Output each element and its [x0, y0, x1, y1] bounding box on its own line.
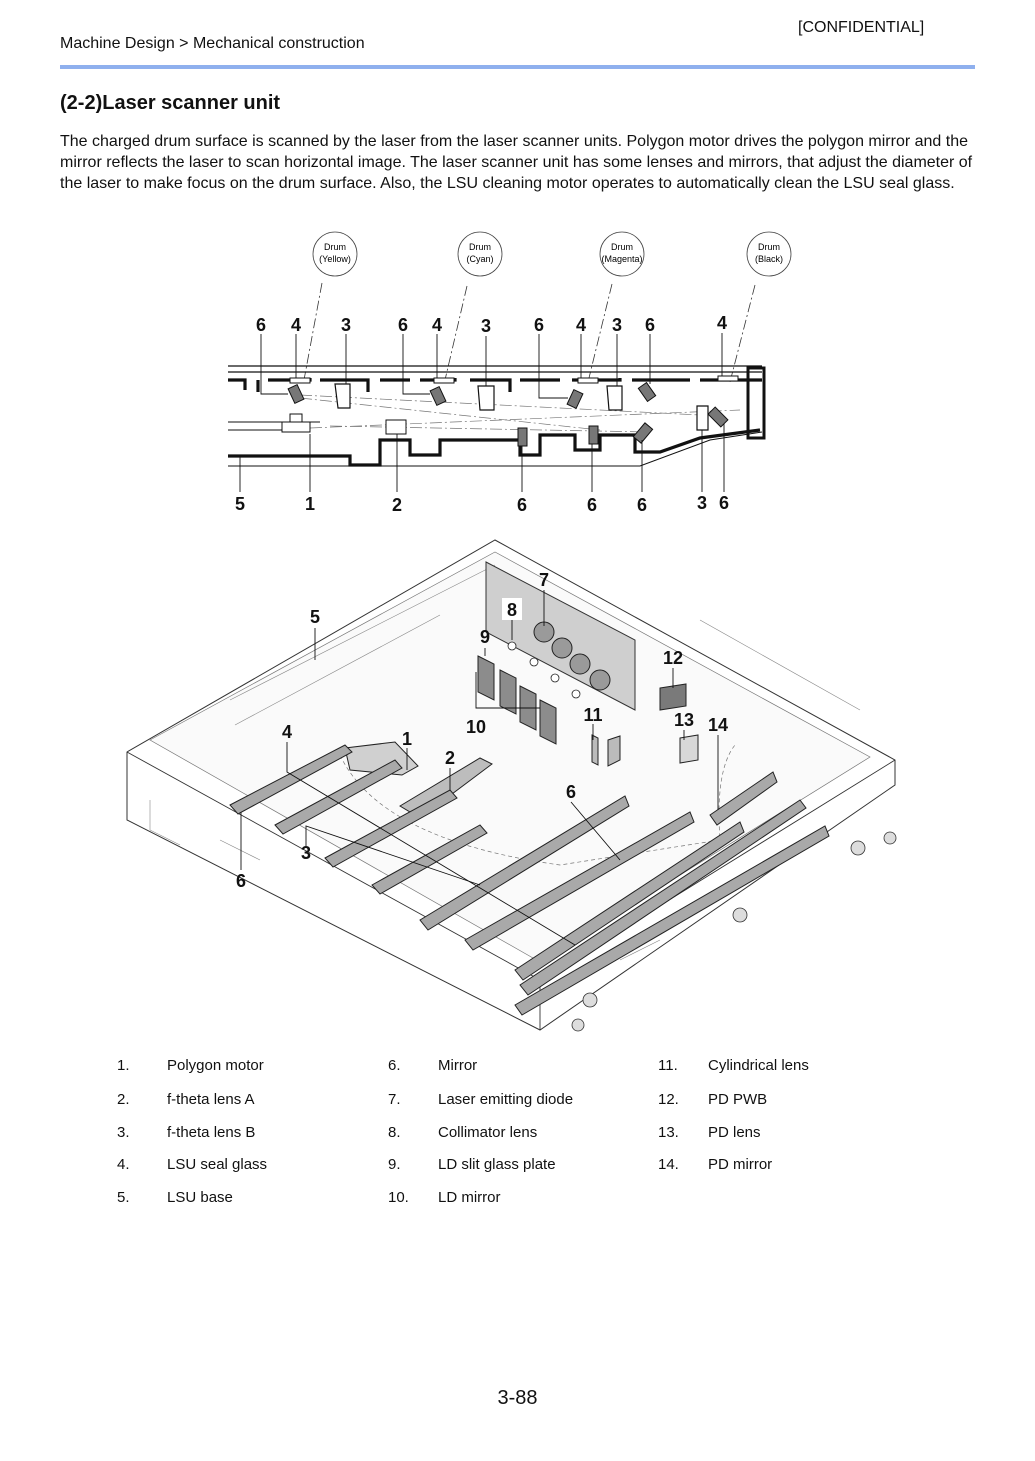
drum-black: Drum (Black): [746, 231, 792, 277]
part-label: Collimator lens: [438, 1124, 538, 1141]
part-label: LD mirror: [438, 1189, 501, 1206]
part-label: Mirror: [438, 1057, 478, 1074]
iso-callout-1: 1: [402, 729, 412, 749]
part-label: Polygon motor: [167, 1057, 264, 1074]
cs-callout-bottom-4: 6: [517, 495, 527, 515]
part-label: f-theta lens A: [167, 1091, 255, 1108]
cs-callout-top-6: 3: [481, 316, 491, 336]
part-number: 1.: [117, 1057, 130, 1074]
iso-callout-8: 8: [507, 600, 517, 620]
drum-yellow: Drum (Yellow): [312, 231, 358, 277]
cs-callout-bottom-5: 6: [587, 495, 597, 515]
drum-cyan-line1: Drum: [469, 242, 491, 252]
drum-magenta-line2: (Magenta): [601, 254, 642, 264]
drum-cyan: Drum (Cyan): [457, 231, 503, 277]
drum-labels: Drum (Yellow) Drum (Cyan) Drum (Magenta)…: [303, 231, 792, 383]
iso-callout-2: 2: [445, 748, 455, 768]
cs-callout-top-3: 3: [341, 315, 351, 335]
iso-callout-10: 10: [466, 717, 486, 737]
part-number: 3.: [117, 1124, 130, 1141]
cs-callout-bottom-7: 3: [697, 493, 707, 513]
isometric-drawing: [126, 539, 897, 1032]
drum-magenta: Drum (Magenta): [599, 231, 645, 277]
part-label: PD lens: [708, 1124, 761, 1141]
part-number: 13.: [658, 1124, 679, 1141]
part-label: LSU seal glass: [167, 1156, 268, 1173]
iso-callout-4: 4: [282, 722, 292, 742]
part-number: 9.: [388, 1156, 401, 1173]
intro-paragraph: The charged drum surface is scanned by t…: [60, 133, 973, 192]
cs-callout-bottom-1: 5: [235, 494, 245, 514]
cross-section-drawing: [228, 365, 766, 467]
part-number: 12.: [658, 1091, 679, 1108]
iso-callout-9: 9: [480, 627, 490, 647]
cs-callout-bottom-6: 6: [637, 495, 647, 515]
drum-black-line1: Drum: [758, 242, 780, 252]
part-number: 5.: [117, 1189, 130, 1206]
iso-callout-5: 5: [310, 607, 320, 627]
iso-callout-13: 13: [674, 710, 694, 730]
cs-callout-top-9: 3: [612, 315, 622, 335]
cs-callout-top-11: 4: [717, 313, 727, 333]
breadcrumb: Machine Design > Mechanical construction: [60, 35, 365, 52]
part-label: Laser emitting diode: [438, 1091, 574, 1108]
section-title: (2-2)Laser scanner unit: [60, 92, 281, 114]
drum-yellow-line1: Drum: [324, 242, 346, 252]
part-number: 2.: [117, 1091, 130, 1108]
drum-black-line2: (Black): [755, 254, 783, 264]
drum-cyan-line2: (Cyan): [466, 254, 493, 264]
part-number: 8.: [388, 1124, 401, 1141]
cs-callout-top-2: 4: [291, 315, 301, 335]
iso-callout-3: 3: [301, 843, 311, 863]
cs-callout-bottom-8: 6: [719, 493, 729, 513]
part-number: 14.: [658, 1156, 679, 1173]
part-number: 11.: [658, 1057, 678, 1074]
iso-callout-6-left: 6: [236, 871, 246, 891]
cs-callout-bottom-2: 1: [305, 494, 315, 514]
part-label: f-theta lens B: [167, 1124, 256, 1141]
cs-callout-top-1: 6: [256, 315, 266, 335]
cs-callout-top-4: 6: [398, 315, 408, 335]
confidential-label: [CONFIDENTIAL]: [798, 19, 925, 36]
iso-callout-12: 12: [663, 648, 683, 668]
cs-callout-top-7: 6: [534, 315, 544, 335]
iso-callout-7: 7: [539, 570, 549, 590]
cs-callout-top-8: 4: [576, 315, 586, 335]
drum-yellow-line2: (Yellow): [319, 254, 351, 264]
part-label: PD PWB: [708, 1091, 768, 1108]
part-label: LD slit glass plate: [438, 1156, 556, 1173]
part-label: LSU base: [167, 1189, 233, 1206]
iso-callout-14: 14: [708, 715, 728, 735]
page-number: 3-88: [497, 1387, 538, 1409]
cs-callout-bottom-3: 2: [392, 495, 402, 515]
cs-callout-top-10: 6: [645, 315, 655, 335]
part-number: 6.: [388, 1057, 401, 1074]
iso-callout-11: 11: [583, 705, 602, 725]
cs-callout-top-5: 4: [432, 315, 442, 335]
iso-callout-6-center: 6: [566, 782, 576, 802]
drum-magenta-line1: Drum: [611, 242, 633, 252]
part-number: 4.: [117, 1156, 130, 1173]
part-label: PD mirror: [708, 1156, 773, 1173]
header-rule: [60, 65, 975, 69]
part-number: 10.: [388, 1189, 409, 1206]
part-number: 7.: [388, 1091, 401, 1108]
part-label: Cylindrical lens: [708, 1057, 809, 1074]
